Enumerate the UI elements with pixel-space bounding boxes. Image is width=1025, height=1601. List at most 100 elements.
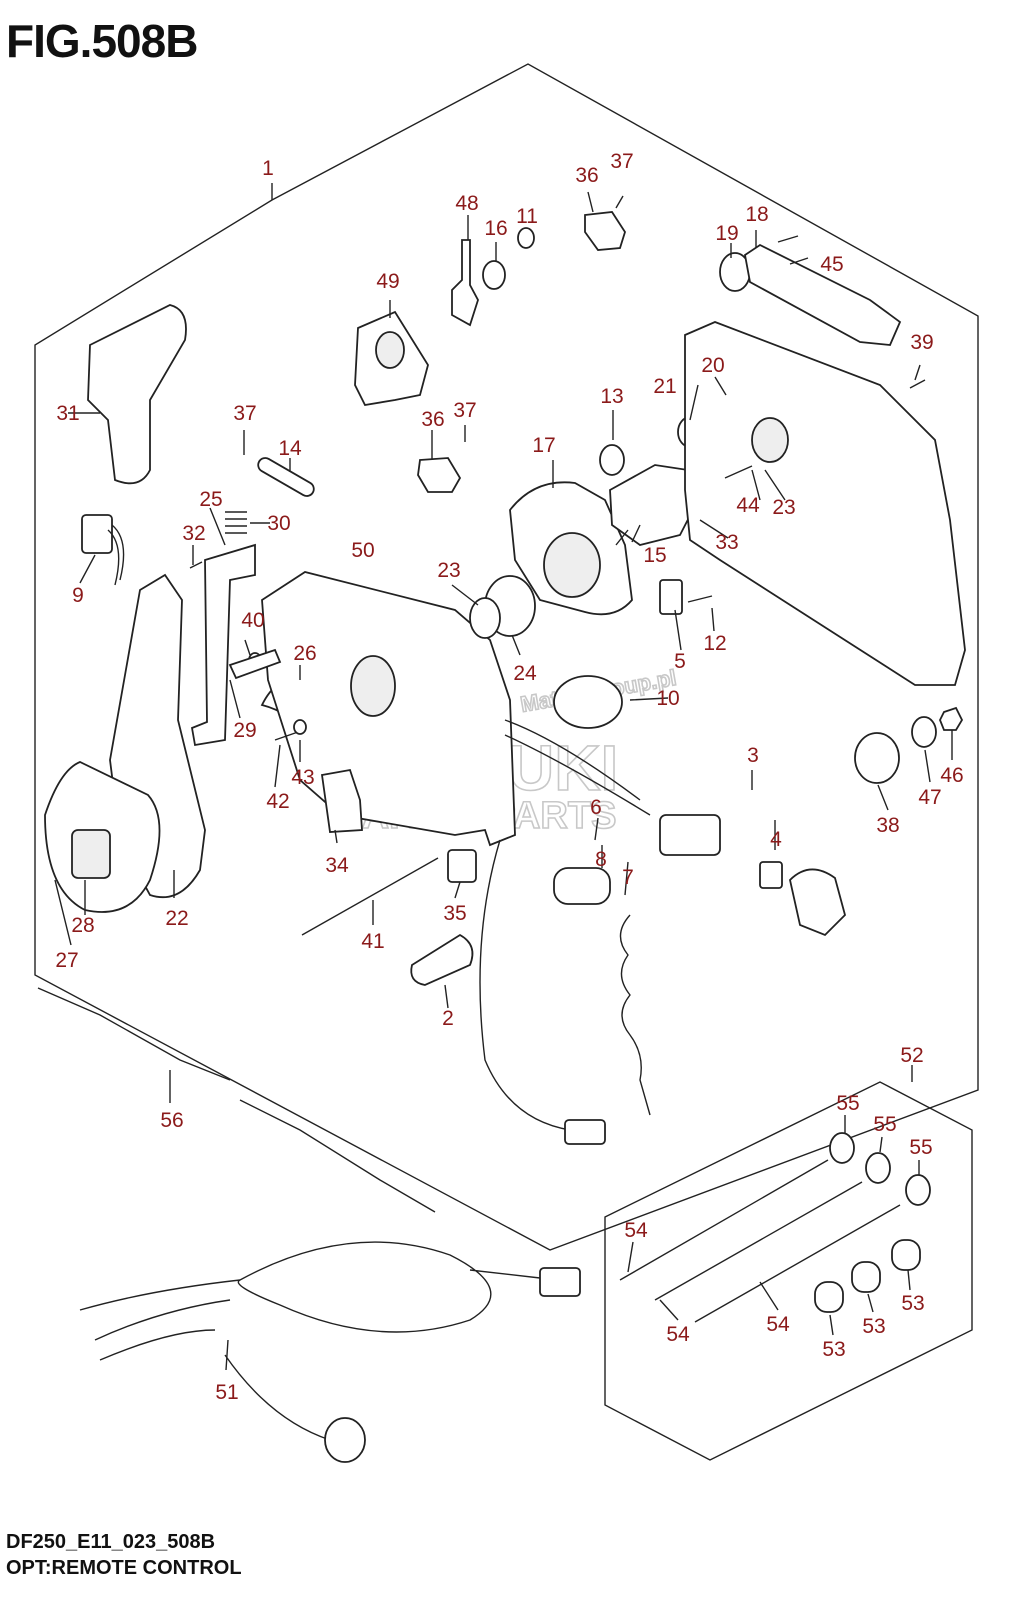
callout-45: 45 [820, 253, 843, 276]
part-53-collar-b [851, 1261, 881, 1293]
callout-44: 44 [736, 494, 760, 517]
callout-53-c: 53 [901, 1292, 924, 1315]
part-2-plate [410, 933, 474, 986]
callout-27: 27 [55, 949, 78, 972]
callout-33: 33 [715, 531, 738, 554]
callout-15: 15 [643, 544, 666, 567]
figure-code: DF250_E11_023_508B [6, 1531, 216, 1553]
callout-51: 51 [215, 1381, 238, 1404]
part-7-lanyard [619, 914, 651, 1116]
callout-36-mid: 36 [421, 408, 444, 431]
part-41-screw [301, 857, 439, 936]
callout-43: 43 [291, 766, 314, 789]
part-56-cable [37, 987, 436, 1213]
callout-12: 12 [703, 632, 726, 655]
callout-23-right: 23 [772, 496, 795, 519]
part-31-grip [87, 304, 187, 485]
callout-53-b: 53 [862, 1315, 885, 1338]
callout-48: 48 [455, 192, 478, 215]
callout-42: 42 [266, 790, 289, 813]
part-54-bolt-a [619, 1159, 829, 1281]
part-51-connector [539, 1267, 581, 1297]
callout-52: 52 [900, 1044, 923, 1067]
callout-54-b: 54 [666, 1323, 690, 1346]
part-11-washer [517, 227, 535, 249]
part-34-clip [320, 768, 363, 833]
part-44-screw [724, 465, 753, 479]
part-5-switch [659, 579, 683, 615]
part-14-pin [257, 457, 315, 497]
callout-26: 26 [293, 642, 316, 665]
part-47-washer [911, 716, 937, 748]
part-10-connector [553, 675, 623, 729]
part-36-bracket-top [584, 211, 626, 251]
callout-50: 50 [351, 539, 374, 562]
callout-4: 4 [770, 828, 782, 851]
callout-37-mid: 37 [453, 399, 476, 422]
part-48-link [451, 239, 479, 327]
part-42-screw [274, 731, 299, 741]
callout-55-a: 55 [836, 1092, 859, 1115]
callout-13: 13 [600, 385, 623, 408]
part-51-socket [324, 1417, 366, 1463]
callout-25: 25 [199, 488, 222, 511]
callout-29: 29 [233, 719, 256, 742]
callout-37-top: 37 [610, 150, 633, 173]
part-23-bushing-left [469, 597, 501, 639]
callout-20: 20 [701, 354, 724, 377]
callout-47: 47 [918, 786, 941, 809]
part-18-lever-cover [744, 243, 902, 346]
callout-41: 41 [361, 930, 384, 953]
callout-34: 34 [325, 854, 349, 877]
callout-37-left: 37 [233, 402, 256, 425]
callout-9: 9 [72, 584, 84, 607]
callout-31: 31 [56, 402, 79, 425]
callout-56: 56 [160, 1109, 183, 1132]
callout-46: 46 [940, 764, 963, 787]
callout-11: 11 [516, 205, 538, 228]
part-55-washer-b [865, 1152, 891, 1184]
part-51-harness [237, 1241, 541, 1333]
part-53-collar-c [891, 1239, 921, 1271]
part-13-shaft [599, 444, 625, 476]
callout-14: 14 [278, 437, 302, 460]
callout-10: 10 [656, 687, 679, 710]
callout-18: 18 [745, 203, 768, 226]
part-6-connector [564, 1119, 606, 1145]
callout-5: 5 [674, 650, 686, 673]
assembly-boundary [34, 63, 979, 1251]
callout-3: 3 [747, 744, 759, 767]
callout-55-b: 55 [873, 1113, 896, 1136]
callout-24: 24 [513, 662, 537, 685]
callout-54-c: 54 [766, 1313, 790, 1336]
part-54-bolt-b [654, 1181, 863, 1301]
part-53-collar-a [814, 1281, 844, 1313]
part-36-bracket-mid [417, 457, 462, 493]
callout-38: 38 [876, 814, 899, 837]
part-32-screw [189, 561, 203, 569]
part-55-washer-a [829, 1132, 855, 1164]
callout-17: 17 [532, 434, 555, 457]
callout-49: 49 [376, 270, 399, 293]
part-55-washer-c [905, 1174, 931, 1206]
part-33-side-cover [684, 321, 966, 686]
callout-2: 2 [442, 1007, 454, 1030]
callout-36-top: 36 [575, 164, 598, 187]
callout-21: 21 [653, 375, 676, 398]
part-29-link [228, 648, 282, 680]
callout-7: 7 [622, 866, 634, 889]
part-35-block [447, 849, 477, 883]
callout-53-a: 53 [822, 1338, 845, 1361]
part-43-washer [293, 719, 307, 735]
part-4-key [759, 861, 783, 889]
callout-16: 16 [484, 217, 507, 240]
callout-40: 40 [241, 609, 264, 632]
callout-35: 35 [443, 902, 466, 925]
figure-subtitle: OPT:REMOTE CONTROL [6, 1557, 242, 1579]
callout-6: 6 [590, 796, 602, 819]
callout-32: 32 [182, 522, 205, 545]
part-45-screw [777, 235, 799, 243]
callout-22: 22 [165, 907, 188, 930]
part-9-switch [81, 514, 113, 554]
